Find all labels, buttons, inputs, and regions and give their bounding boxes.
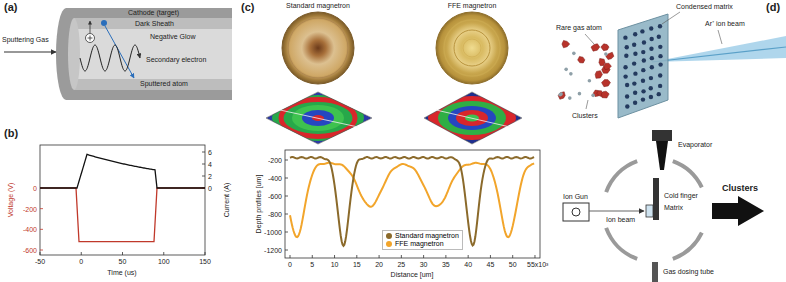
matrix-sputtering-sketch xyxy=(585,12,786,118)
tick-label: 6 xyxy=(208,149,212,156)
legend-swatch xyxy=(386,233,392,239)
part-label: Negative Glow xyxy=(150,33,196,40)
tick-label: -1000 xyxy=(264,229,282,236)
panel-letter: (a) xyxy=(4,2,17,13)
part-label: Clusters xyxy=(572,112,598,119)
part-label: Ar⁺ ion beam xyxy=(705,20,745,27)
tick-label: -50 xyxy=(35,258,45,265)
legend-text: Standard magnetron xyxy=(395,232,459,240)
tick-label: -600 xyxy=(23,247,37,254)
vacuum-chamber xyxy=(604,159,703,260)
tick-label: 5 xyxy=(310,261,314,268)
tick-label: -800 xyxy=(268,211,282,218)
current-trace xyxy=(40,154,205,188)
legend-text: FFE magnetron xyxy=(395,240,444,248)
part-label: Rare gas atom xyxy=(556,24,602,31)
tick-label: 55x10³ xyxy=(527,261,548,268)
tick-label: -400 xyxy=(268,175,282,182)
part-label: Matrix xyxy=(664,204,683,211)
tick-label: 20 xyxy=(375,261,383,268)
axis-title: Time (us) xyxy=(107,269,136,276)
depth-profile-chart xyxy=(285,150,540,258)
tick-label: -200 xyxy=(268,157,282,164)
chamber-schematic xyxy=(563,130,764,282)
legend-entry: FFE magnetron xyxy=(386,240,459,248)
tick-label: 0 xyxy=(288,261,292,268)
part-label: Condensed matrix xyxy=(676,3,733,10)
erosion-maps xyxy=(266,92,522,144)
tick-label: -400 xyxy=(23,226,37,233)
tick-label: 0 xyxy=(79,258,83,265)
tick-label: 50 xyxy=(119,258,127,265)
tick-label: 150 xyxy=(199,258,211,265)
panel-letter: (d) xyxy=(766,2,780,13)
part-label: Sputtered atom xyxy=(140,80,188,87)
part-label: Cathode (target) xyxy=(128,9,179,16)
part-label: Ion Gun xyxy=(563,193,588,200)
part-label: Ion beam xyxy=(606,216,635,223)
panel-letter: (b) xyxy=(4,128,18,139)
axis-title: Distance [um] xyxy=(391,271,434,278)
part-label: Cold finger xyxy=(664,192,698,199)
tick-label: 2 xyxy=(208,173,212,180)
tick-label: 4 xyxy=(208,161,212,168)
legend-swatch xyxy=(386,241,392,247)
axis-title: Depth profiles [um] xyxy=(255,175,262,234)
tick-label: 25 xyxy=(397,261,405,268)
tick-label: -200 xyxy=(23,205,37,212)
magnetron-cutaway xyxy=(4,8,232,100)
standard-profile xyxy=(290,157,534,246)
axis-title: Voltage (V) xyxy=(7,183,14,218)
cluster-cloud xyxy=(558,40,614,99)
waveform-chart xyxy=(40,145,205,255)
legend-entry: Standard magnetron xyxy=(386,232,459,240)
legend: Standard magnetronFFE magnetron xyxy=(382,230,463,250)
part-label: Sputtering Gas xyxy=(2,36,49,43)
electron-path xyxy=(80,45,140,71)
image-title: FFE magnetron xyxy=(448,2,497,9)
tick-label: 100 xyxy=(158,258,170,265)
matrix-atoms xyxy=(623,24,663,109)
tick-label: 45 xyxy=(487,261,495,268)
tick-label: 0 xyxy=(33,185,37,192)
tick-label: 35 xyxy=(442,261,450,268)
ffe-profile xyxy=(290,163,534,237)
tick-label: 30 xyxy=(420,261,428,268)
part-label: Gas dosing tube xyxy=(663,268,714,275)
part-label: Evaporator xyxy=(678,141,712,148)
panel-letter: (c) xyxy=(241,2,254,13)
tick-label: 0 xyxy=(208,185,212,192)
tick-label: -1200 xyxy=(264,247,282,254)
tick-label: 40 xyxy=(464,261,472,268)
part-label: Dark Sheath xyxy=(135,20,174,27)
part-label: Secondary electron xyxy=(146,56,206,63)
axis-title: Current (A) xyxy=(223,183,230,218)
tick-label: 15 xyxy=(353,261,361,268)
image-title: Standard magnetron xyxy=(286,2,350,9)
part-label: Clusters xyxy=(722,184,758,193)
tick-label: 10 xyxy=(331,261,339,268)
tick-label: -600 xyxy=(268,193,282,200)
tick-label: 50 xyxy=(509,261,517,268)
target-photos xyxy=(282,12,508,84)
voltage-trace xyxy=(40,188,205,242)
